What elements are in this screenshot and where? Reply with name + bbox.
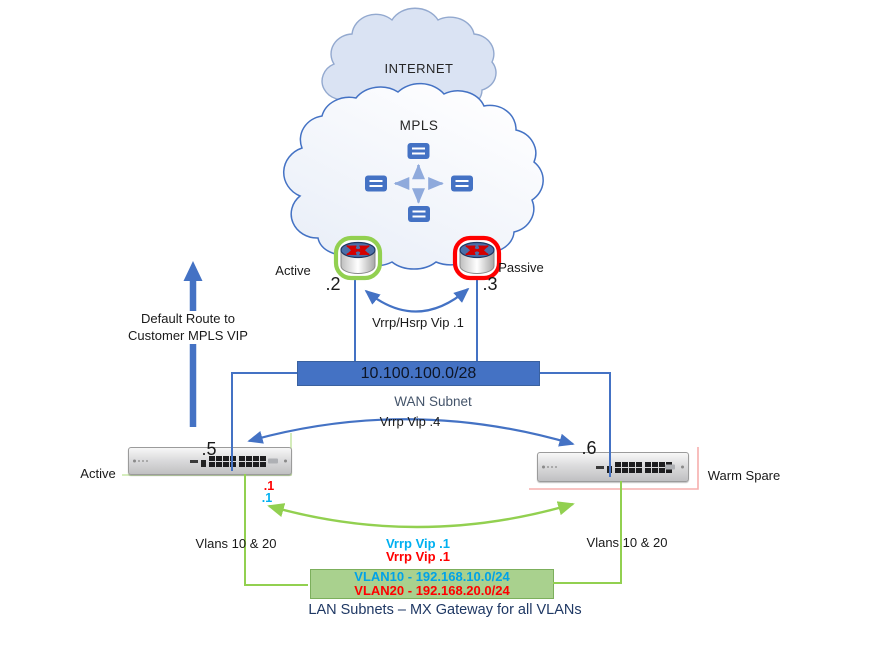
lan-vrrp-red-label: Vrrp Vip .1 (385, 549, 451, 564)
lan-links (244, 474, 622, 586)
mx-lan-ip-cyan: .1 (261, 491, 273, 505)
screw-icon (681, 465, 684, 469)
mx-spare-ip: .6 (581, 438, 597, 458)
router-icon-passive (452, 235, 502, 281)
wan-subnet-bar: 10.100.100.0/28 (297, 361, 540, 386)
wan-subnet-value: 10.100.100.0/28 (360, 364, 477, 382)
wan-to-mx-link-left (231, 372, 297, 471)
router-passive-ip: .3 (482, 274, 498, 294)
switch-icon (408, 206, 430, 222)
router-active-label: Active (275, 263, 311, 278)
lan-subnet-bar: VLAN10 - 192.168.10.0/24 VLAN20 - 192.16… (310, 569, 554, 599)
vrrp-hsrp-arrow (364, 287, 470, 313)
mx-to-lan-link-right (553, 481, 622, 584)
mx-appliance-active (128, 447, 292, 475)
wan-links (231, 272, 611, 477)
mx-lan-ip-red: .1 (263, 479, 275, 493)
mx-appliance-warm-spare (537, 452, 689, 482)
lan-vrrp-arrow (267, 501, 575, 529)
vlan20-subnet-value: VLAN20 - 192.168.20.0/24 (354, 583, 510, 598)
screw-icon (133, 459, 136, 463)
default-route-line2: Customer MPLS VIP (128, 327, 248, 343)
switch-icon (407, 143, 430, 159)
screw-icon (542, 465, 545, 469)
switch-icon (451, 175, 473, 192)
spare-mx-highlight-bracket (529, 447, 699, 490)
mesh-arrows-icon (393, 163, 444, 204)
vlans-label-right: Vlans 10 & 20 (586, 535, 668, 550)
screw-icon (284, 459, 287, 463)
ethernet-ports-icon (190, 455, 267, 467)
vent-dots-icon (138, 460, 148, 462)
meraki-logo (268, 458, 278, 464)
vrrp-hsrp-label: Vrrp/Hsrp Vip .1 (372, 315, 464, 330)
router-passive-label: Passive (498, 260, 544, 275)
router-active-ip: .2 (325, 274, 341, 294)
lan-vrrp-cyan-label: Vrrp Vip .1 (385, 536, 451, 551)
mx-active-label: Active (80, 466, 116, 481)
mpls-label: MPLS (399, 118, 439, 133)
lan-subnets-caption: LAN Subnets – MX Gateway for all VLANs (308, 602, 582, 618)
internet-label: INTERNET (384, 61, 454, 76)
default-route-label: Default Route to Customer MPLS VIP (125, 311, 251, 344)
mx-faceplate (129, 448, 291, 474)
vrrp-vip4-arrow (247, 418, 575, 447)
mpls-switch-icons (365, 143, 473, 222)
vrrp-vip4-label: Vrrp Vip .4 (379, 414, 441, 429)
mx-active-ip: .5 (201, 439, 217, 459)
mx-to-lan-link-left (244, 474, 308, 586)
mx-warm-spare-label: Warm Spare (707, 468, 781, 483)
wan-subnet-label: WAN Subnet (394, 394, 472, 409)
vlans-label-left: Vlans 10 & 20 (195, 536, 277, 551)
wan-to-mx-link-right (540, 372, 611, 477)
router-icon-active (333, 235, 383, 281)
vent-dots-icon (547, 466, 557, 468)
default-route-line1: Default Route to (141, 311, 235, 326)
meraki-logo (665, 464, 675, 470)
vlan10-subnet-value: VLAN10 - 192.168.10.0/24 (354, 569, 510, 584)
switch-icon (365, 175, 387, 192)
default-route-arrow (183, 261, 203, 427)
